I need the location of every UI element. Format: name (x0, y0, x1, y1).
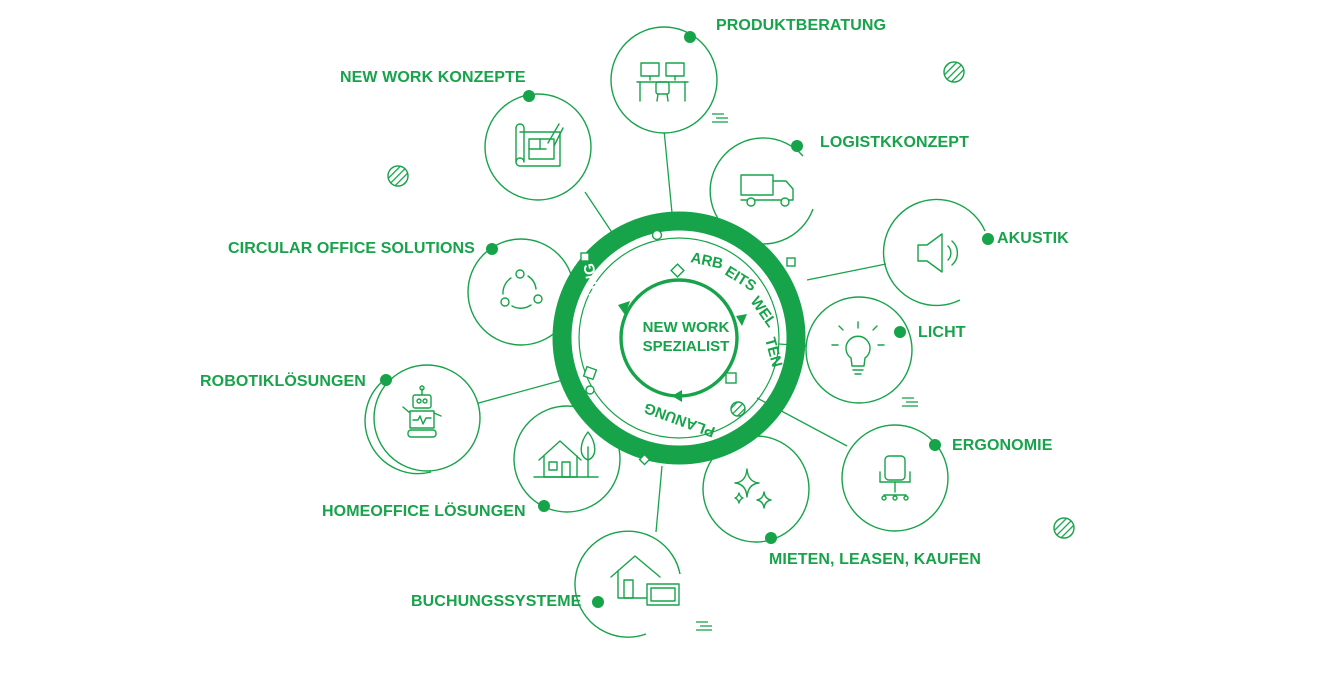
service-arcs (364, 137, 986, 638)
label-new-work-konzepte: NEW WORK KONZEPTE (340, 69, 526, 86)
label-ergonomie: ERGONOMIE (952, 437, 1053, 454)
dot-buchungssysteme (592, 596, 604, 608)
circle-homeoffice (513, 405, 621, 513)
ring-label-arbeitswelten-a: ARB (689, 249, 724, 272)
arc-robotik (364, 379, 432, 475)
ring-label-arbeitswelten-c: WEL (747, 294, 780, 331)
blueprint-plan-icon (515, 123, 564, 167)
circle-licht (805, 296, 913, 404)
dot-homeoffice-loesungen (538, 500, 550, 512)
arc-logistik (709, 137, 814, 245)
lightbulb-icon (831, 321, 885, 375)
ring-label-arbeitswelten-d: TEN (761, 336, 785, 369)
dot-akustik (982, 233, 994, 245)
connector-akustik (806, 263, 887, 281)
ring-text: UMSETZUNG (581, 262, 614, 359)
label-robotikloesungen: ROBOTIKLÖSUNGEN (200, 373, 366, 390)
center-title-line2: SPEZIALIST (642, 338, 730, 355)
label-logistikkonzept: LOGISTKKONZEPT (820, 134, 969, 151)
ring-label-arbeitswelten-b: EITS (722, 263, 759, 295)
recycle-cycle-icon (500, 269, 543, 309)
house-tree-icon (533, 431, 599, 478)
label-mieten-leasen-kaufen: MIETEN, LEASEN, KAUFEN (769, 551, 981, 568)
label-produktberatung: PRODUKTBERATUNG (716, 17, 887, 34)
decor-dashes (696, 113, 918, 631)
arc-buchungssysteme (574, 530, 681, 638)
house-screen-icon (610, 555, 680, 606)
arc-akustik (882, 198, 986, 307)
robot-icon (402, 385, 442, 438)
dot-new-work-konzepte (523, 90, 535, 102)
truck-icon (740, 174, 794, 207)
label-homeoffice-loesungen: HOMEOFFICE LÖSUNGEN (322, 503, 526, 520)
dot-circular-office-solutions (486, 243, 498, 255)
dot-licht (894, 326, 906, 338)
speaker-icon (917, 233, 959, 273)
service-circles (373, 26, 949, 543)
label-licht: LICHT (918, 324, 966, 341)
label-circular-office-solutions: CIRCULAR OFFICE SOLUTIONS (228, 240, 475, 257)
hub-ring (552, 211, 806, 465)
dot-mieten-leasen-kaufen (765, 532, 777, 544)
office-chair-icon (879, 455, 911, 501)
center-title-line1: NEW WORK (642, 319, 730, 336)
connector-buchungssysteme (655, 465, 663, 533)
label-buchungssysteme: BUCHUNGSSYSTEME (411, 593, 582, 610)
connector-robotik (474, 376, 575, 405)
dot-produktberatung (684, 31, 696, 43)
dot-logistikkonzept (791, 140, 803, 152)
sparkle-stars-icon (734, 468, 772, 509)
dot-ergonomie (929, 439, 941, 451)
desk-workstation-icon (636, 62, 689, 102)
connector-new-work-konzepte (584, 191, 616, 238)
ring-label-umsetzung: UMSETZUNG (581, 262, 614, 359)
circle-ergonomie (841, 424, 949, 532)
circle-new-work-konzepte (484, 93, 592, 201)
circle-produktberatung (610, 26, 718, 134)
center-title: NEW WORK SPEZIALIST (622, 318, 750, 356)
label-akustik: AKUSTIK (997, 230, 1069, 247)
connector-produktberatung (663, 129, 673, 214)
ring-markers (580, 229, 796, 466)
dot-robotikloesungen (380, 374, 392, 386)
decor-hatched-dots (387, 61, 1075, 539)
